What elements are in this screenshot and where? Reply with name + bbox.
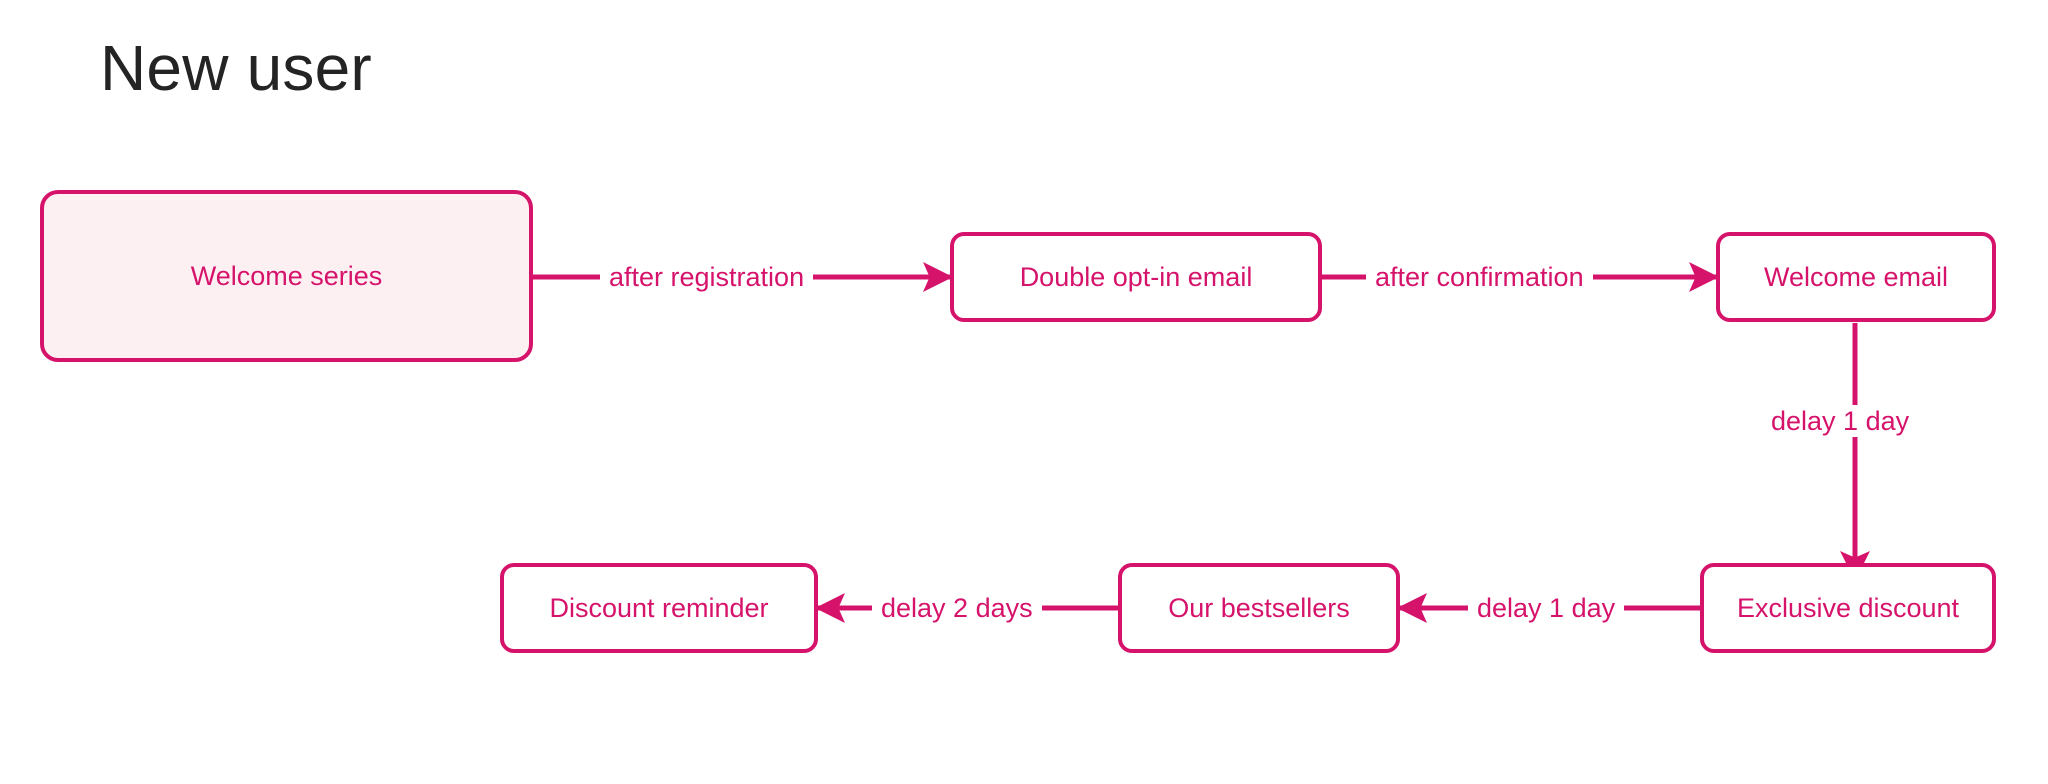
node-double-opt-in-email[interactable]: Double opt-in email	[950, 232, 1322, 322]
edge-label-delay-1-day-vertical: delay 1 day	[1762, 405, 1919, 438]
node-welcome-series[interactable]: Welcome series	[40, 190, 533, 362]
node-discount-reminder[interactable]: Discount reminder	[500, 563, 818, 653]
node-our-bestsellers-label: Our bestsellers	[1168, 592, 1350, 623]
edge-label-after-confirmation: after confirmation	[1366, 261, 1593, 294]
edge-label-after-registration: after registration	[600, 261, 814, 294]
edge-label-delay-1-day-horizontal: delay 1 day	[1468, 592, 1625, 625]
node-welcome-series-label: Welcome series	[190, 260, 383, 291]
page-title: New user	[100, 32, 372, 104]
node-double-opt-in-email-label: Double opt-in email	[1019, 261, 1253, 292]
node-discount-reminder-label: Discount reminder	[549, 592, 769, 623]
node-exclusive-discount[interactable]: Exclusive discount	[1700, 563, 1996, 653]
edge-label-delay-2-days: delay 2 days	[872, 592, 1042, 625]
node-welcome-email[interactable]: Welcome email	[1716, 232, 1996, 322]
node-exclusive-discount-label: Exclusive discount	[1736, 592, 1960, 623]
node-our-bestsellers[interactable]: Our bestsellers	[1118, 563, 1400, 653]
node-welcome-email-label: Welcome email	[1763, 261, 1949, 292]
